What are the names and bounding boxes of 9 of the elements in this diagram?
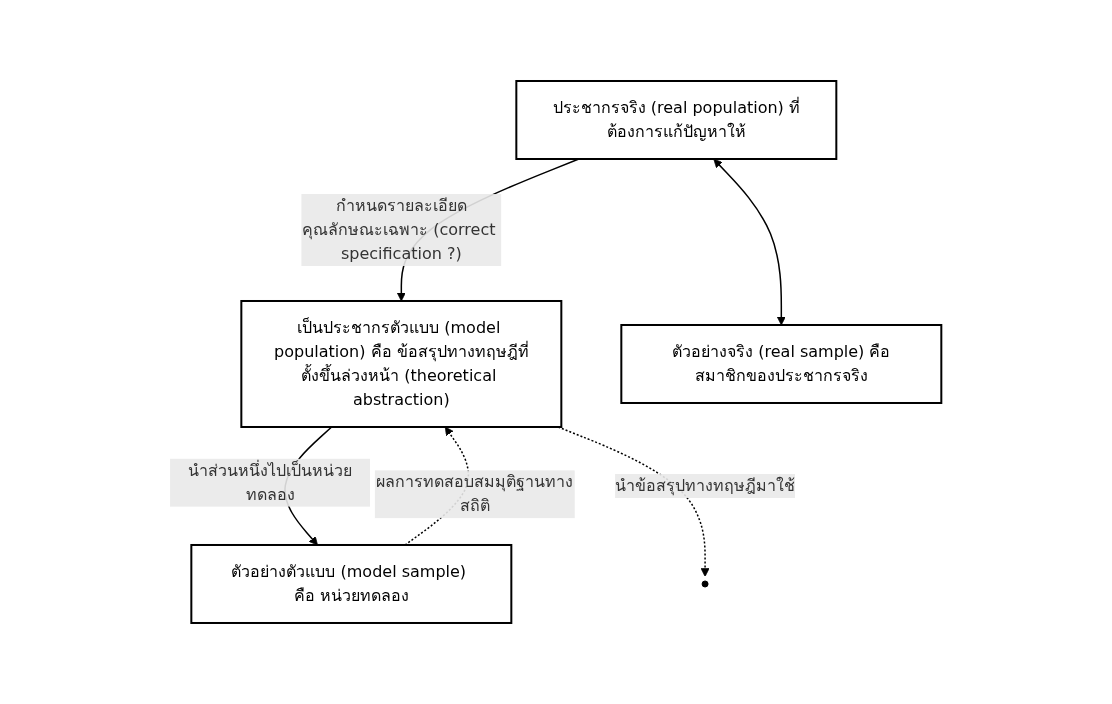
edge-label: ผลการทดสอบสมมุติฐานทางสถิติ (376, 472, 574, 516)
node-box: ตัวอย่างจริง (real sample) คือสมาชิกของประชากรจริง (620, 324, 943, 404)
node-box: ตัวอย่างตัวแบบ (model sample) คือ หน่วยทดลอง (190, 544, 513, 624)
edge-label: นำส่วนหนึ่งไปเป็นหน่วยทดลอง (188, 460, 353, 504)
arrow (713, 158, 787, 326)
node-box: เป็นประชากรตัวแบบ (model population) คือ ข้อสรุปทางทฤษฎีที่ตั้งขึ้นล่วงหน้า (theoretical abstraction) (240, 300, 563, 428)
edge-label: กำหนดรายละเอียดคุณลักษณะเฉพาะ (correct specification ?) (302, 196, 496, 263)
edge-label: นำข้อสรุปทางทฤษฎีมาใช้ (615, 475, 796, 495)
node-box: ประชากรจริง (real population) ที่ต้องการแก้ปัญหาให้ (515, 80, 838, 160)
